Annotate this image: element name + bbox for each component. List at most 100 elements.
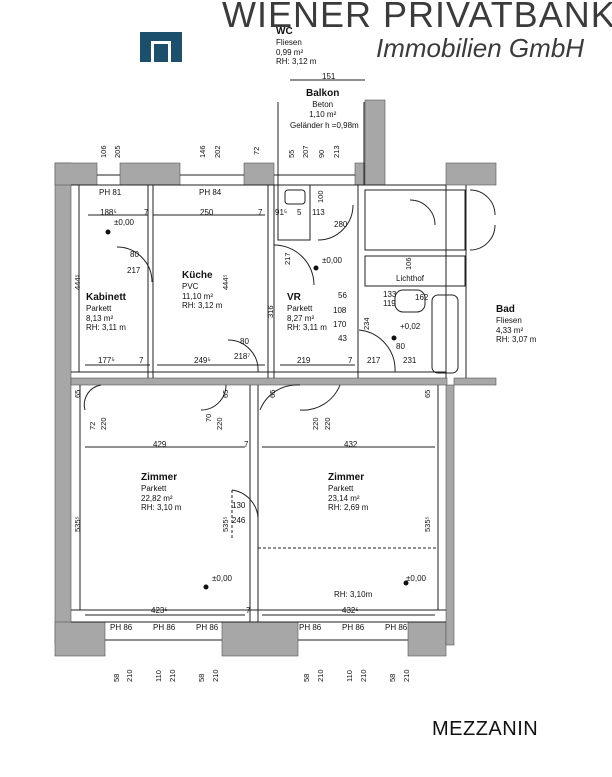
room-zimmer-1-area: 22,82 m² <box>141 493 173 503</box>
dim-133: 133 <box>383 290 397 299</box>
floor-label: MEZZANIN <box>432 718 539 740</box>
room-kabinett-height: RH: 3,11 m <box>86 323 126 332</box>
dim-91: 91⁵ <box>275 208 288 217</box>
room-balkon-name: Balkon <box>306 88 340 99</box>
level-zimmer-2: ±0,00 <box>406 574 426 583</box>
dim-5: 5 <box>297 208 302 217</box>
level-marker-vr <box>313 265 319 271</box>
dim-80c: 80 <box>396 342 405 351</box>
dim-119: 119 <box>383 299 396 308</box>
room-bad-floor: Fliesen <box>496 316 522 325</box>
dim-444-kueche: 444⁵ <box>221 274 230 290</box>
dim-146: 146 <box>198 145 207 158</box>
dim-80a: 80 <box>130 250 139 259</box>
dim-7b: 7 <box>258 208 263 217</box>
dim-210-5: 210 <box>359 669 368 682</box>
dim-90: 90 <box>317 149 326 158</box>
parapet-ph81: PH 81 <box>99 188 122 197</box>
level-kabinett: ±0,00 <box>114 218 134 227</box>
room-bad-name: Bad <box>496 304 515 315</box>
level-zimmer-1: ±0,00 <box>212 574 232 583</box>
room-kabinett-name: Kabinett <box>86 292 126 303</box>
company-name: WIENER PRIVATBANK <box>222 0 612 35</box>
dim-58-1: 58 <box>112 673 121 682</box>
room-balkon-area: 1,10 m² <box>309 109 337 119</box>
dim-65-c: 65 <box>268 389 277 398</box>
dim-162: 162 <box>415 293 429 302</box>
room-kueche-name: Küche <box>182 270 213 281</box>
dim-220-b: 220 <box>215 417 224 430</box>
level-marker-zimmer1 <box>203 584 209 590</box>
level-marker-kabinett <box>105 229 111 235</box>
dim-220-c: 220 <box>323 417 332 430</box>
room-vr-area: 8,27 m² <box>287 313 315 323</box>
dim-231: 231 <box>403 356 417 365</box>
dim-170: 170 <box>333 320 347 329</box>
dim-7e: 7 <box>244 440 249 449</box>
dim-110-2: 110 <box>345 670 354 682</box>
room-zimmer-2-area: 23,14 m² <box>328 493 360 503</box>
dim-535-left: 535⁵ <box>73 516 82 532</box>
dim-210-2: 210 <box>168 669 177 682</box>
dim-70: 70 <box>204 413 213 422</box>
level-bath: +0,02 <box>400 322 421 331</box>
dim-217-vr: 217 <box>283 252 292 265</box>
dim-280: 280 <box>334 220 348 229</box>
dim-432: 432 <box>344 440 358 449</box>
dim-151: 151 <box>322 72 336 81</box>
dim-210-3: 210 <box>211 669 220 682</box>
wall-top-3 <box>243 162 275 186</box>
room-zimmer-2-height-2: RH: 3,10m <box>334 590 373 599</box>
parapet-ph86-4: PH 86 <box>299 623 322 632</box>
room-balkon: Balkon Beton 1,10 m² <box>306 88 339 119</box>
dim-106: 106 <box>99 145 108 158</box>
room-kueche-floor: PVC <box>182 282 199 291</box>
dim-207: 207 <box>301 145 310 158</box>
level-vr: ±0,00 <box>322 256 342 265</box>
dim-7c: 7 <box>139 356 144 365</box>
dim-210-4: 210 <box>316 669 325 682</box>
company-logo <box>140 32 182 62</box>
dim-217a: 217 <box>127 266 141 275</box>
dim-218: 218⁷ <box>234 352 251 361</box>
dim-65-b: 65 <box>221 389 230 398</box>
dim-43: 43 <box>338 334 347 343</box>
dim-56: 56 <box>338 291 347 300</box>
dim-205: 205 <box>113 145 122 158</box>
dim-130: 130 <box>232 501 246 510</box>
dim-316: 316 <box>266 305 275 318</box>
wall-balcony <box>364 99 386 186</box>
dim-58-4: 58 <box>388 673 397 682</box>
room-zimmer-1-height: RH: 3,10 m <box>141 503 182 512</box>
dim-58-2: 58 <box>197 673 206 682</box>
parapet-ph86-2: PH 86 <box>153 623 176 632</box>
room-bad: Bad Fliesen 4,33 m² RH: 3,07 m <box>496 304 536 345</box>
wall-left <box>54 162 72 644</box>
parapet-ph86-3: PH 86 <box>196 623 219 632</box>
dim-7f: 7 <box>246 606 251 615</box>
dim-100: 100 <box>316 190 325 203</box>
dim-250: 250 <box>200 208 214 217</box>
room-wc-area: 0,99 m² <box>276 47 304 57</box>
lichthof-label: Lichthof <box>396 274 425 283</box>
dim-535-mid: 535⁵ <box>221 516 230 532</box>
dim-432b: 432⁵ <box>342 606 359 615</box>
company-subtitle: Immobilien GmbH <box>376 33 585 63</box>
dim-220-a: 220 <box>99 417 108 430</box>
parapet-ph86-1: PH 86 <box>110 623 133 632</box>
room-kabinett-area: 8,13 m² <box>86 313 114 323</box>
dim-80b: 80 <box>240 337 249 346</box>
room-zimmer-2-height: RH: 2,69 m <box>328 503 369 512</box>
dim-113: 113 <box>312 208 325 217</box>
room-zimmer-2-floor: Parkett <box>328 484 354 493</box>
dim-210-1: 210 <box>125 669 134 682</box>
level-marker-bath <box>391 335 397 341</box>
dim-72: 72 <box>88 421 97 430</box>
dim-55: 55 <box>287 149 296 158</box>
room-zimmer-2: Zimmer Parkett 23,14 m² RH: 2,69 m <box>328 472 368 513</box>
room-wc-height: RH: 3,12 m <box>276 57 317 66</box>
balkon-railing: Geländer h =0,98m <box>290 121 359 130</box>
room-zimmer-1-name: Zimmer <box>141 472 178 483</box>
dim-535-right: 535⁵ <box>423 516 432 532</box>
